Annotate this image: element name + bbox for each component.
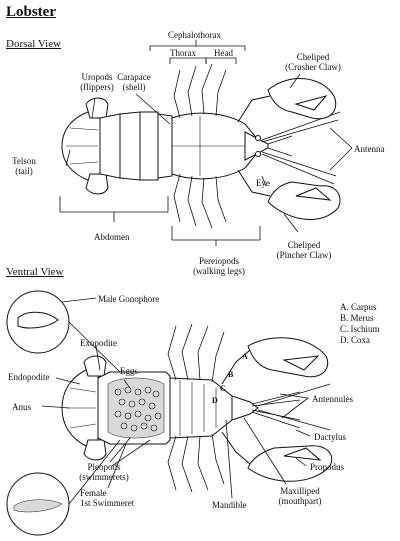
label-male-gonophore: Male Gonophore [98, 294, 160, 304]
label-female-swimmeret-line2: 1st Swimmeret [80, 498, 135, 508]
label-dactylus: Dactylus [314, 432, 346, 442]
label-antenna: Antenna [354, 144, 385, 154]
key-item-ischium: C. Ischium [340, 324, 380, 334]
label-head: Head [214, 48, 233, 58]
label-cheliped-pincher: Cheliped (Pincher Claw) [268, 240, 340, 260]
label-carapace-line1: Carapace [117, 72, 151, 82]
label-pereiopods-line1: Pereiopods [199, 256, 239, 266]
label-exopodite: Exopodite [80, 338, 117, 348]
label-maxilliped-line1: Maxilliped [280, 486, 320, 496]
page-title: Lobster [6, 4, 56, 20]
dorsal-view-heading: Dorsal View [6, 38, 62, 50]
marker-a: A [242, 352, 248, 361]
dorsal-lobster [61, 63, 341, 229]
label-pereiopods: Pereiopods (walking legs) [186, 256, 252, 276]
label-carapace-line2: (shell) [122, 82, 146, 92]
label-maxilliped: Maxilliped (mouthpart) [270, 486, 330, 506]
marker-b: B [228, 370, 234, 379]
label-pleopods-line1: Pleopods [87, 462, 121, 472]
label-uropods-line1: Uropods [81, 72, 113, 82]
label-carapace: Carapace (shell) [112, 72, 156, 92]
key-item-merus: B. Merus [340, 313, 374, 323]
label-eye: Eye [256, 178, 270, 188]
ventral-leader-lines [41, 345, 311, 499]
label-maxilliped-line2: (mouthpart) [278, 496, 322, 506]
label-pleopods-line2: (swimmerets) [79, 472, 129, 482]
label-telson: Telson (tail) [6, 156, 42, 176]
label-abdomen: Abdomen [94, 232, 130, 242]
dorsal-leader-lines [59, 40, 353, 246]
label-telson-line2: (tail) [15, 166, 33, 176]
detail-circles [6, 290, 121, 536]
label-pleopods: Pleopods (swimmerets) [72, 462, 136, 482]
label-uropods-line2: (flippers) [80, 82, 114, 92]
label-thorax: Thorax [170, 48, 196, 58]
label-anus: Anus [12, 402, 32, 412]
label-cheliped-pincher-line1: Cheliped [287, 240, 321, 250]
label-endopodite: Endopodite [8, 372, 50, 382]
label-cheliped-crusher-line1: Cheliped [296, 52, 330, 62]
label-propodus: Propodus [310, 462, 345, 472]
ventral-view-heading: Ventral View [6, 266, 64, 278]
label-pereiopods-line2: (walking legs) [193, 266, 245, 276]
label-antennules: Antennules [312, 394, 353, 404]
ventral-lobster [61, 323, 333, 493]
label-female-swimmeret: Female 1st Swimmeret [80, 488, 134, 508]
label-cheliped-pincher-line2: (Pincher Claw) [276, 250, 332, 260]
key-item-carpus: A. Carpus [340, 302, 377, 312]
label-female-swimmeret-line1: Female [80, 488, 107, 498]
marker-d: D [212, 396, 218, 405]
label-eggs: Eggs [120, 366, 138, 376]
label-mandible: Mandible [212, 500, 247, 510]
marker-c: C [220, 384, 226, 393]
label-telson-line1: Telson [12, 156, 36, 166]
key-item-coxa: D. Coxa [340, 335, 370, 345]
label-uropods: Uropods (flippers) [72, 72, 122, 92]
label-cheliped-crusher-line2: (Crusher Claw) [285, 62, 341, 72]
label-cephalothorax: Cephalothorax [168, 30, 221, 40]
leg-segment-key: A. Carpus B. Merus C. Ischium D. Coxa [340, 302, 380, 346]
label-cheliped-crusher: Cheliped (Crusher Claw) [278, 52, 348, 72]
